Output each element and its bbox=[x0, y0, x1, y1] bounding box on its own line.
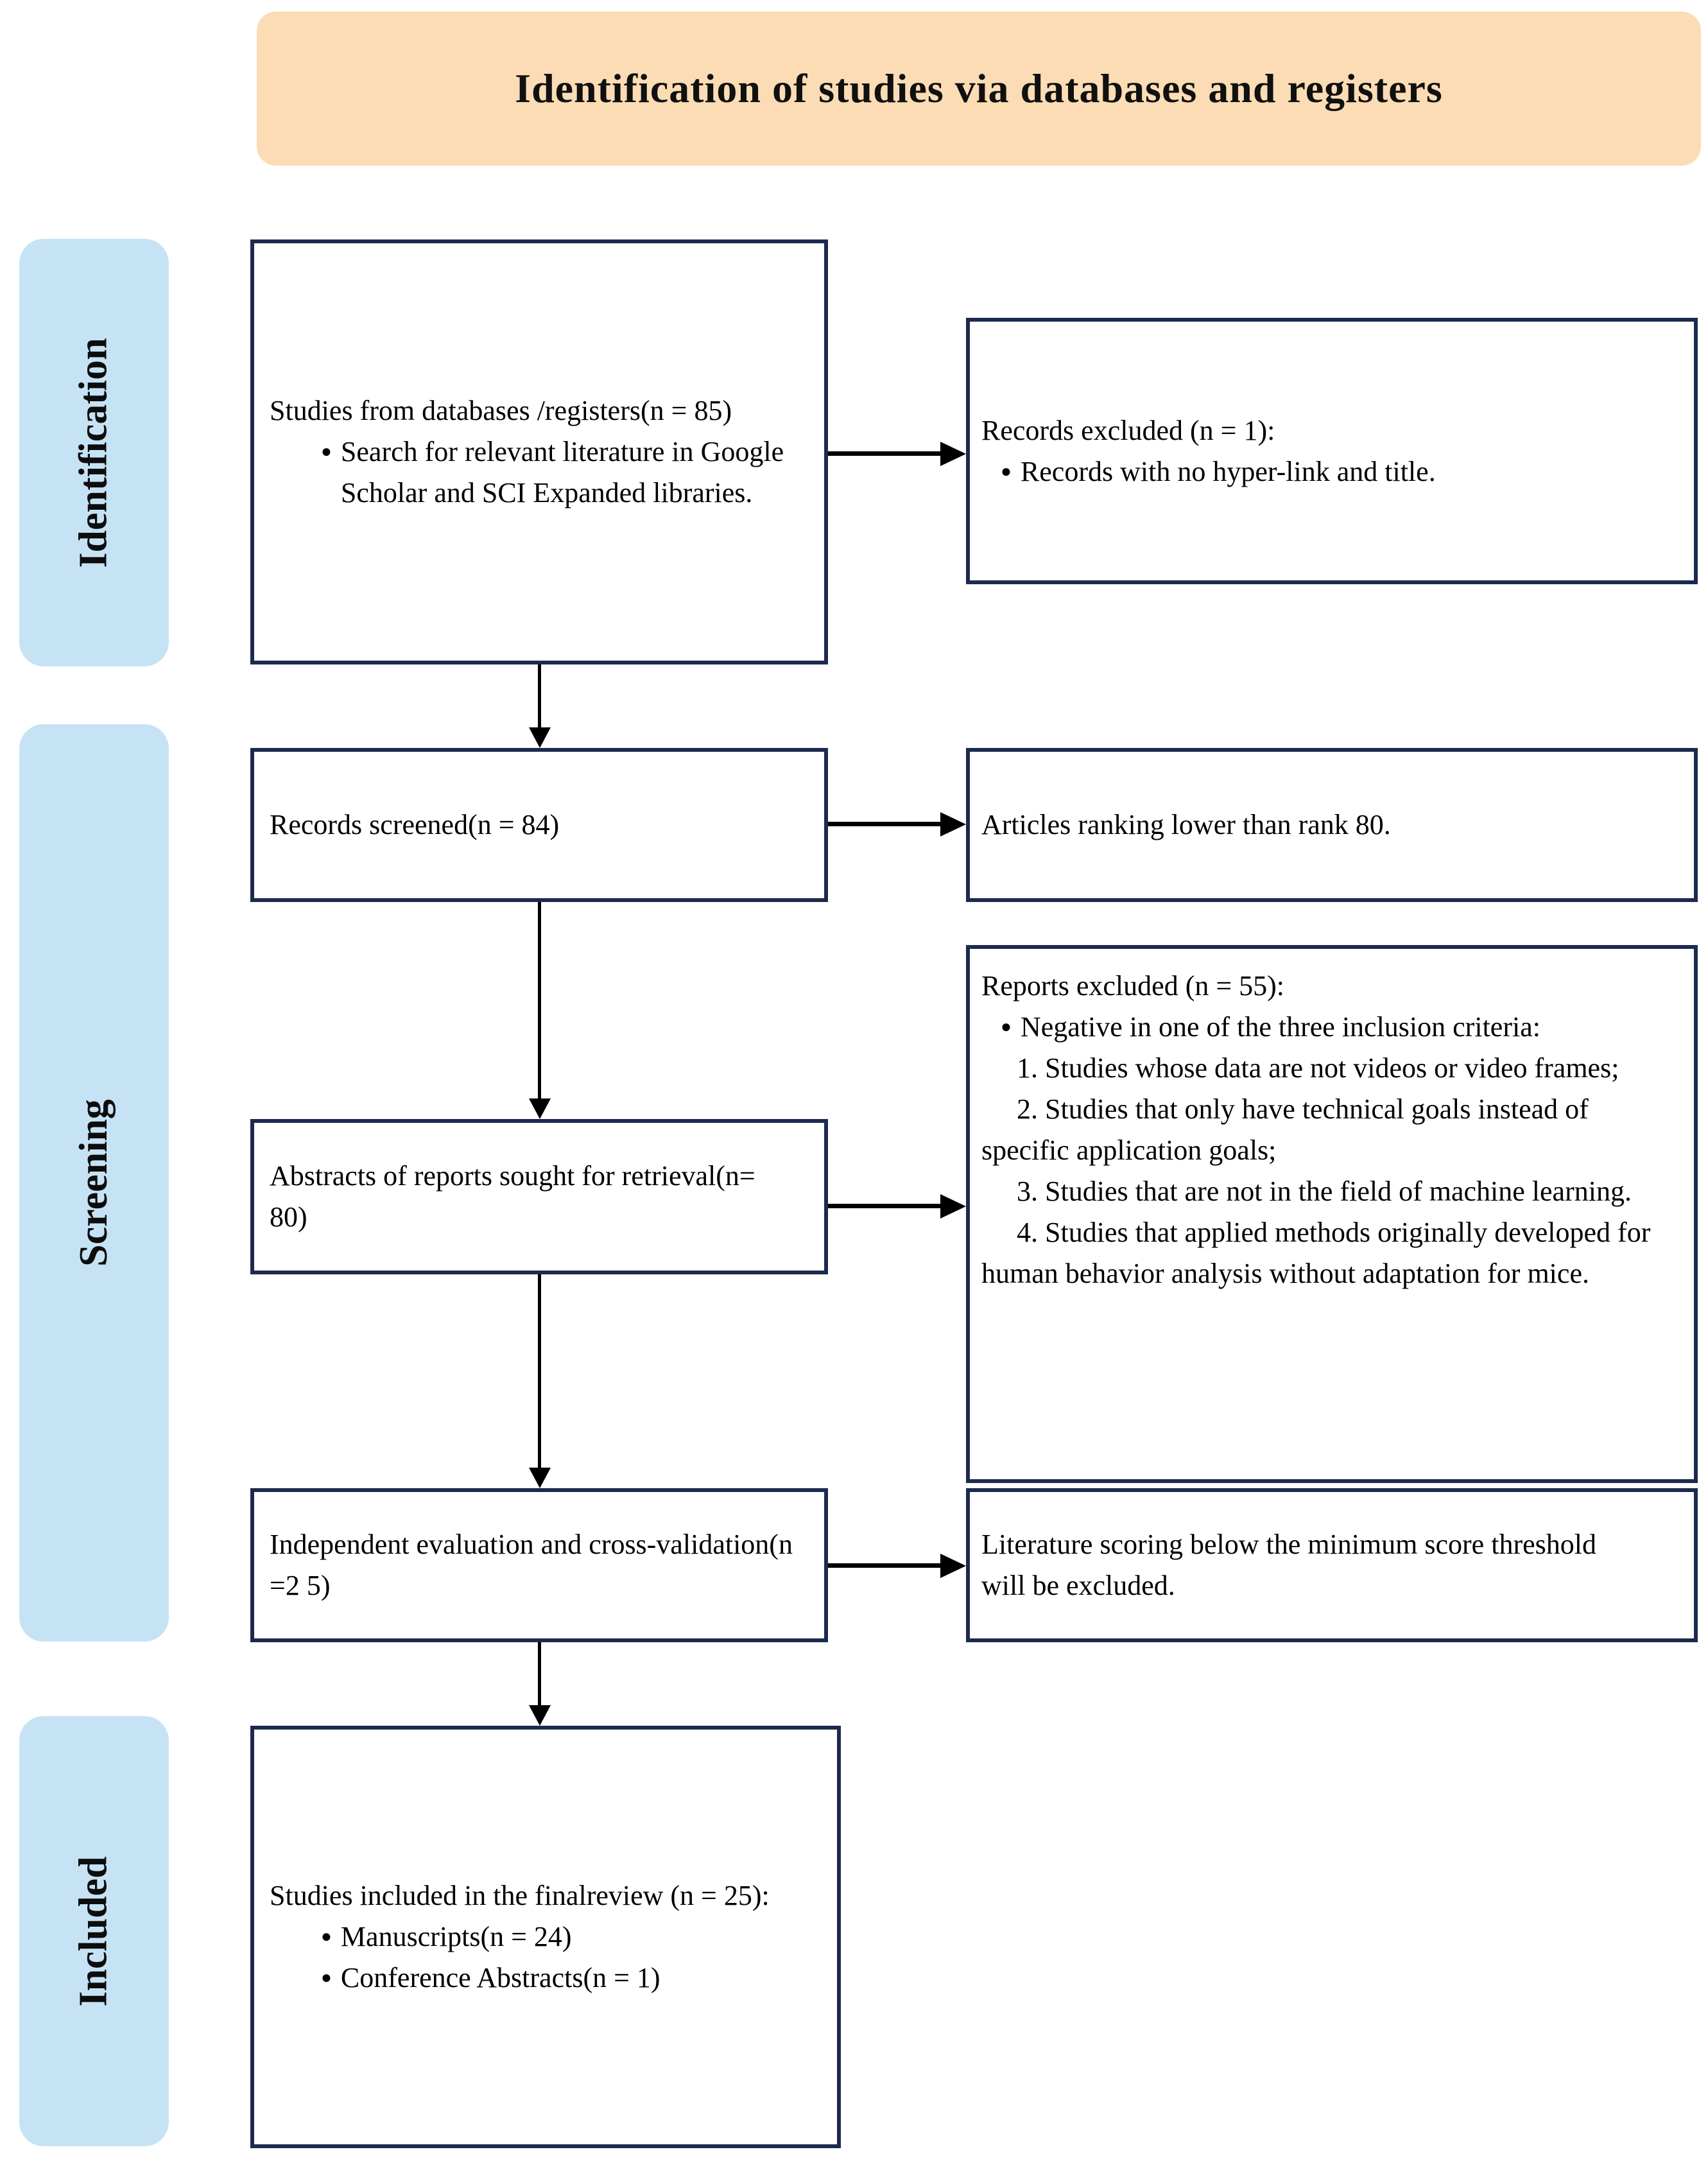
right-arrow-icon bbox=[828, 451, 940, 456]
bullet-icon: ● bbox=[1001, 461, 1012, 482]
exclusion-box-reports-excluded: Reports excluded (n = 55): ● Negative in… bbox=[966, 945, 1698, 1483]
box-text: Records screened(n = 84) bbox=[270, 809, 560, 840]
bullet-icon: ● bbox=[321, 442, 332, 462]
bullet-item: ● Records with no hyper-link and title. bbox=[1001, 451, 1681, 492]
stage-band-included: Included bbox=[19, 1716, 169, 2146]
bullet-item: ● Manuscripts(n = 24) bbox=[321, 1916, 824, 1957]
down-arrow-icon bbox=[538, 902, 541, 1098]
title-banner: Identification of studies via databases … bbox=[257, 12, 1701, 166]
bullet-icon: ● bbox=[1001, 1017, 1012, 1037]
flow-box-studies-included: Studies included in the finalreview (n =… bbox=[250, 1726, 841, 2148]
bullet-text: Search for relevant literature in Google… bbox=[340, 436, 784, 508]
bullet-item: ● Conference Abstracts(n = 1) bbox=[321, 1957, 824, 1999]
flow-box-studies-from-databases: Studies from databases /registers(n = 85… bbox=[250, 239, 828, 664]
criteria-item: 3. Studies that are not in the field of … bbox=[1017, 1176, 1632, 1207]
box-heading: Records excluded (n = 1): bbox=[981, 414, 1275, 446]
exclusion-box-records-excluded: Records excluded (n = 1): ● Records with… bbox=[966, 318, 1698, 584]
bullet-icon: ● bbox=[321, 1927, 332, 1947]
diagram-title: Identification of studies via databases … bbox=[515, 65, 1443, 111]
box-text: Studies included in the finalreview (n =… bbox=[270, 1880, 770, 1911]
down-arrow-icon bbox=[538, 664, 541, 727]
criteria-item: 4. Studies that applied methods original… bbox=[981, 1217, 1651, 1289]
down-arrow-icon bbox=[538, 1642, 541, 1705]
flow-box-independent-evaluation: Independent evaluation and cross-validat… bbox=[250, 1488, 828, 1642]
bullet-text: Records with no hyper-link and title. bbox=[1020, 455, 1436, 487]
bullet-item: ● Search for relevant literature in Goog… bbox=[321, 431, 811, 514]
stage-label-screening: Screening bbox=[72, 1099, 116, 1267]
flow-box-abstracts-sought: Abstracts of reports sought for retrieva… bbox=[250, 1119, 828, 1274]
exclusion-box-literature-scoring: Literature scoring below the minimum sco… bbox=[966, 1488, 1698, 1642]
right-arrow-icon bbox=[828, 822, 940, 826]
criteria-item: 2. Studies that only have technical goal… bbox=[981, 1093, 1589, 1166]
stage-band-identification: Identification bbox=[19, 239, 169, 666]
criteria-item: 1. Studies whose data are not videos or … bbox=[1017, 1052, 1619, 1084]
bullet-text: Manuscripts(n = 24) bbox=[340, 1921, 572, 1952]
box-text: Literature scoring below the minimum sco… bbox=[981, 1529, 1596, 1601]
stage-band-screening: Screening bbox=[19, 724, 169, 1642]
box-heading: Reports excluded (n = 55): bbox=[981, 970, 1285, 1002]
bullet-icon: ● bbox=[321, 1968, 332, 1988]
down-arrow-icon bbox=[538, 1274, 541, 1468]
bullet-text: Negative in one of the three inclusion c… bbox=[1020, 1011, 1540, 1043]
stage-label-identification: Identification bbox=[72, 337, 116, 568]
bullet-item: ● Negative in one of the three inclusion… bbox=[1001, 1007, 1681, 1048]
right-arrow-icon bbox=[828, 1204, 940, 1208]
stage-label-included: Included bbox=[72, 1855, 116, 2007]
box-text: Abstracts of reports sought for retrieva… bbox=[270, 1160, 755, 1233]
bullet-text: Conference Abstracts(n = 1) bbox=[340, 1962, 660, 1993]
box-text: Studies from databases /registers(n = 85… bbox=[270, 395, 732, 426]
box-text: Articles ranking lower than rank 80. bbox=[981, 809, 1391, 840]
right-arrow-icon bbox=[828, 1563, 940, 1568]
exclusion-box-articles-ranking: Articles ranking lower than rank 80. bbox=[966, 748, 1698, 902]
flow-box-records-screened: Records screened(n = 84) bbox=[250, 748, 828, 902]
box-text: Independent evaluation and cross-validat… bbox=[270, 1529, 793, 1601]
